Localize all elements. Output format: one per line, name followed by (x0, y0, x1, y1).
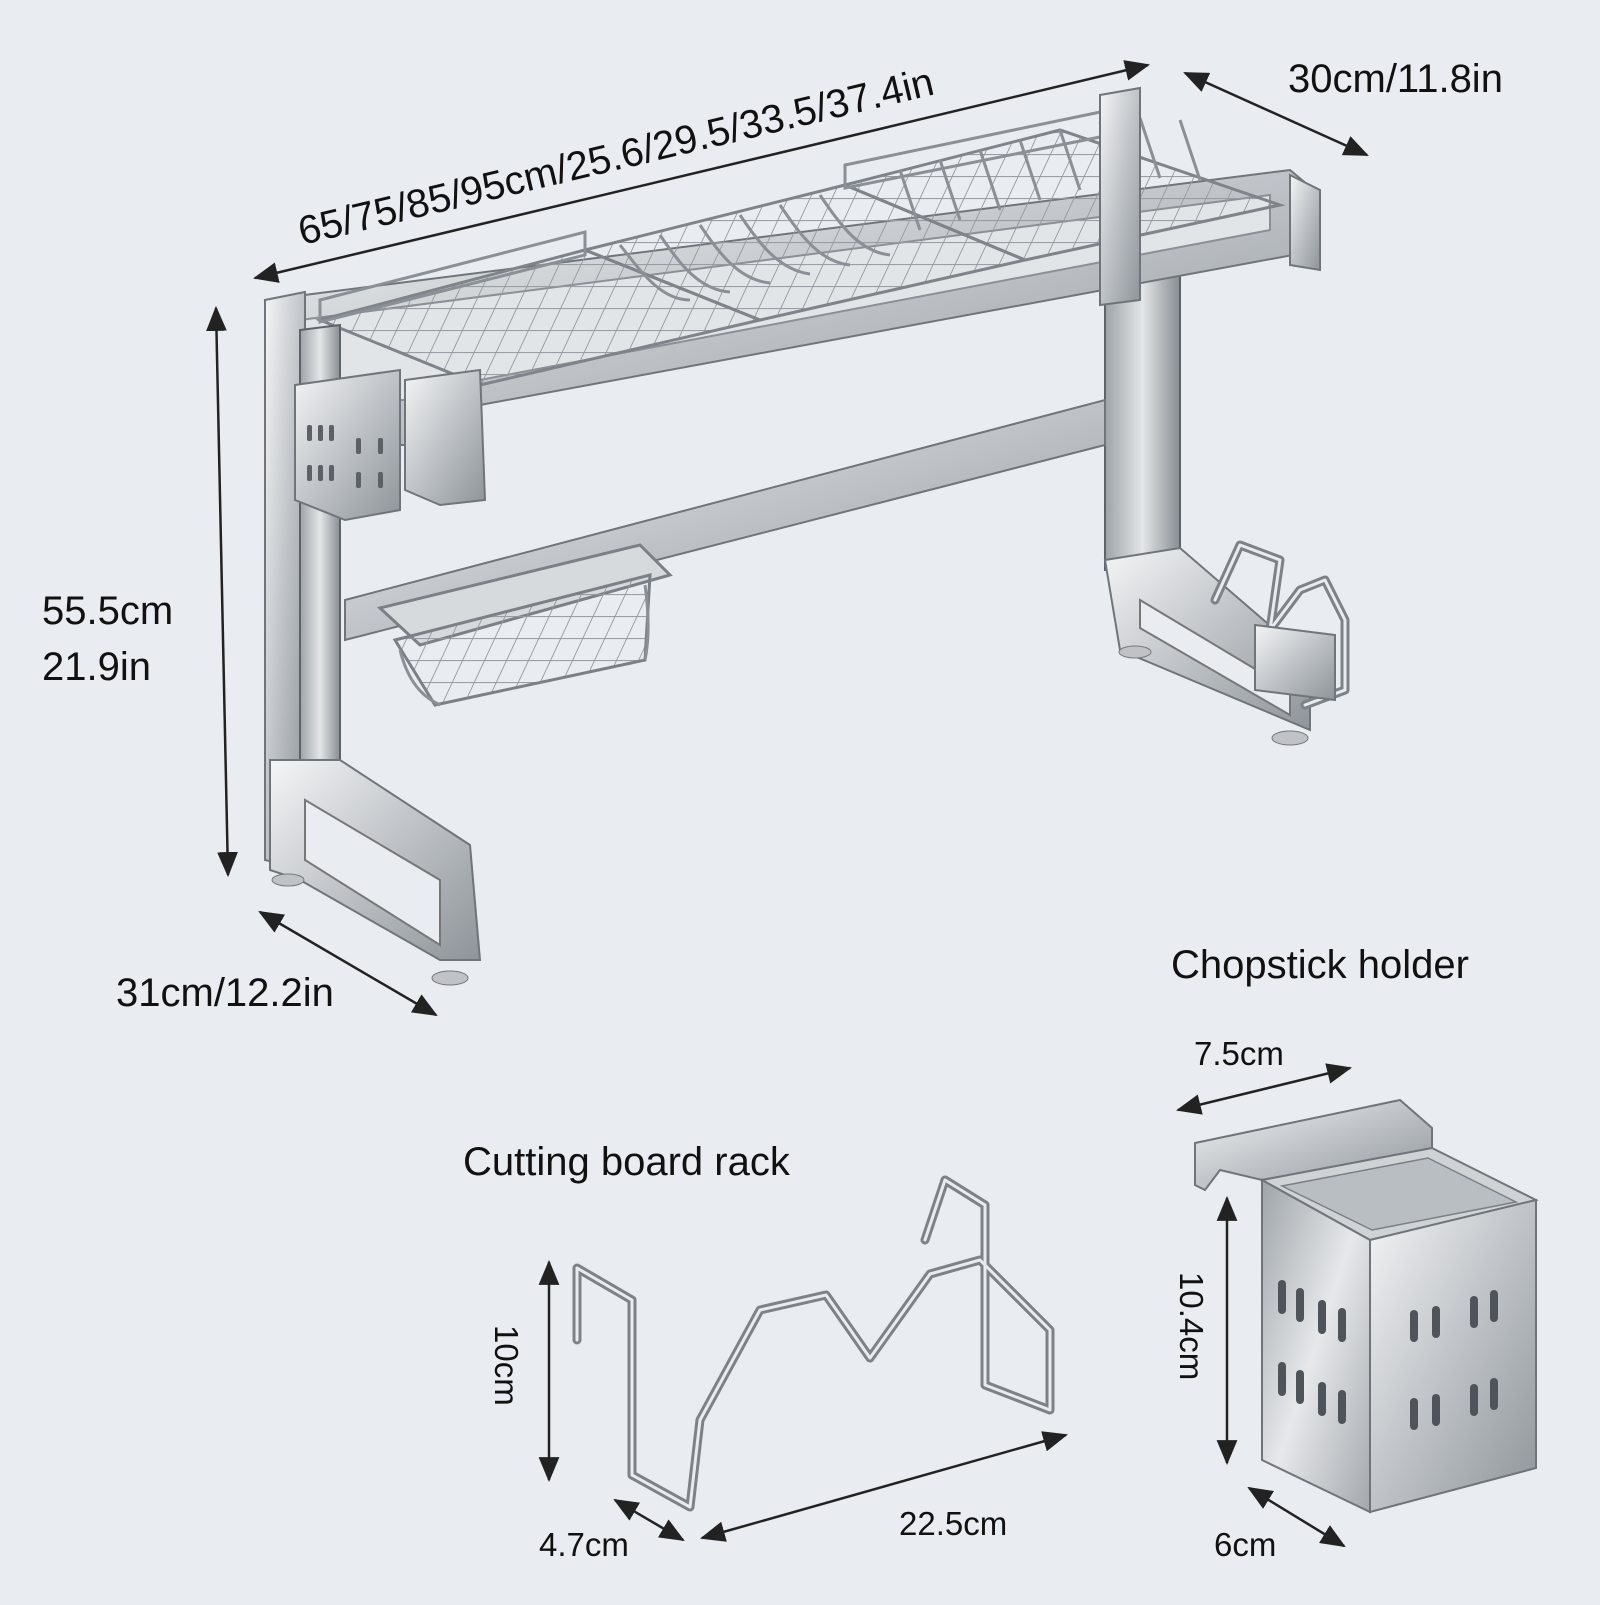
height-cm-label: 55.5cm (42, 589, 173, 633)
ch-width-label: 7.5cm (1194, 1035, 1284, 1072)
depth-top-dimension-line (1183, 71, 1369, 157)
base-depth-label: 31cm/12.2in (116, 971, 334, 1015)
cutting-board-rack-title: Cutting board rack (463, 1140, 791, 1184)
cbr-length-dimension-line (699, 1431, 1069, 1542)
ch-height-label: 10.4cm (1173, 1272, 1210, 1380)
ch-depth-label: 6cm (1214, 1526, 1276, 1563)
chopstick-holder-detail: Chopstick holder 7.5cm 10.4cm 6cm (1171, 943, 1539, 1563)
cbr-length-label: 22.5cm (899, 1505, 1007, 1542)
height-dimension-line (206, 305, 238, 878)
cbr-height-label: 10cm (488, 1325, 525, 1406)
ch-width-dimension-line (1175, 1063, 1353, 1115)
dimension-lines (206, 60, 1369, 1017)
height-in-label: 21.9in (42, 645, 151, 689)
length-dimension-line (252, 60, 1151, 283)
cbr-depth-label: 4.7cm (539, 1526, 629, 1563)
chopstick-holder-title: Chopstick holder (1171, 943, 1469, 987)
ch-depth-dimension-line (1247, 1486, 1346, 1548)
top-depth-label: 30cm/11.8in (1288, 57, 1503, 101)
cutting-board-rack-detail: Cutting board rack 10cm 4.7cm 22.5cm (463, 1140, 1069, 1563)
cbr-depth-dimension-line (613, 1498, 685, 1542)
depth-base-dimension-line (258, 910, 438, 1017)
